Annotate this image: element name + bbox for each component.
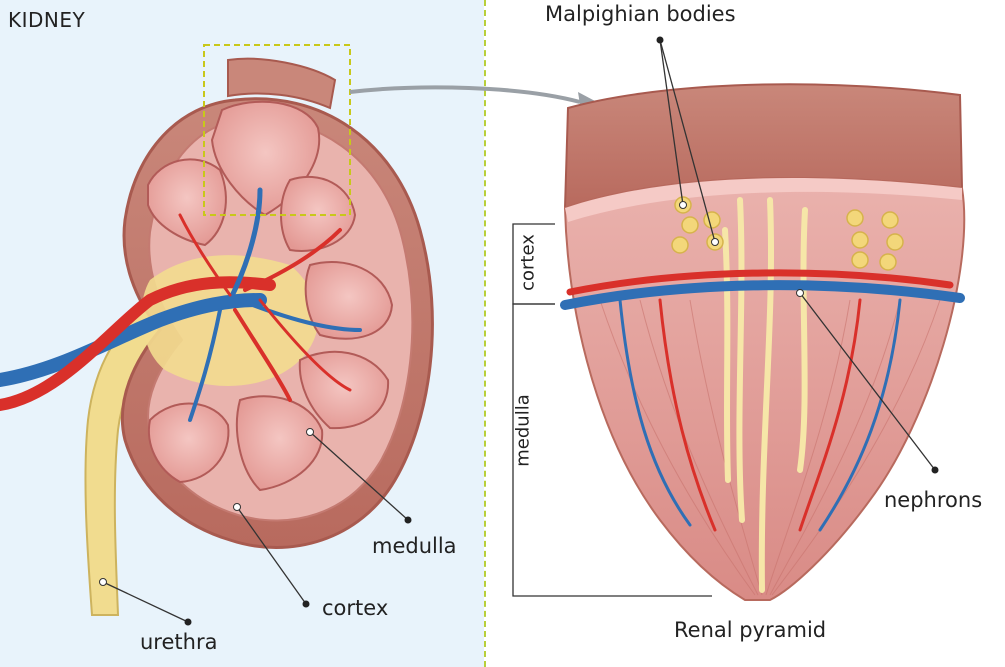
panel-divider	[484, 0, 486, 667]
label-cortex-side: cortex	[517, 234, 539, 291]
label-malpighian-bodies: Malpighian bodies	[545, 2, 736, 26]
nephron-tubules	[722, 197, 808, 593]
extracted-tissue-wedge	[227, 57, 337, 110]
kidney-illustration	[0, 44, 434, 616]
pyramid-lobe	[304, 260, 394, 340]
arcuate-artery	[566, 269, 954, 296]
label-renal-pyramid: Renal pyramid	[674, 618, 827, 642]
label-urethra: urethra	[140, 630, 218, 654]
renal-pyramid-illustration	[560, 83, 966, 601]
label-medulla-side: medulla	[512, 394, 534, 467]
pyramid-lobe	[147, 158, 227, 247]
right-leader-lines	[659, 39, 936, 471]
renal-artery	[0, 276, 276, 411]
pyramid-lobe	[147, 402, 230, 484]
pyramid-vessels	[618, 298, 902, 532]
left-leader-lines	[102, 431, 409, 623]
diagram-title: KIDNEY	[8, 8, 86, 32]
pyramid-lobe	[235, 395, 324, 492]
renal-pyramids	[147, 100, 394, 492]
side-brackets	[512, 223, 712, 597]
zoom-arrow	[349, 85, 581, 104]
label-nephrons: nephrons	[884, 488, 983, 512]
label-cortex: cortex	[322, 596, 389, 620]
left-leader-dots	[99, 428, 412, 626]
renal-vessels	[0, 187, 362, 422]
label-medulla: medulla	[372, 534, 457, 558]
highlight-box	[203, 44, 351, 216]
right-leader-dots	[656, 36, 939, 474]
renal-vein	[0, 293, 267, 387]
arcuate-vein	[560, 280, 965, 310]
